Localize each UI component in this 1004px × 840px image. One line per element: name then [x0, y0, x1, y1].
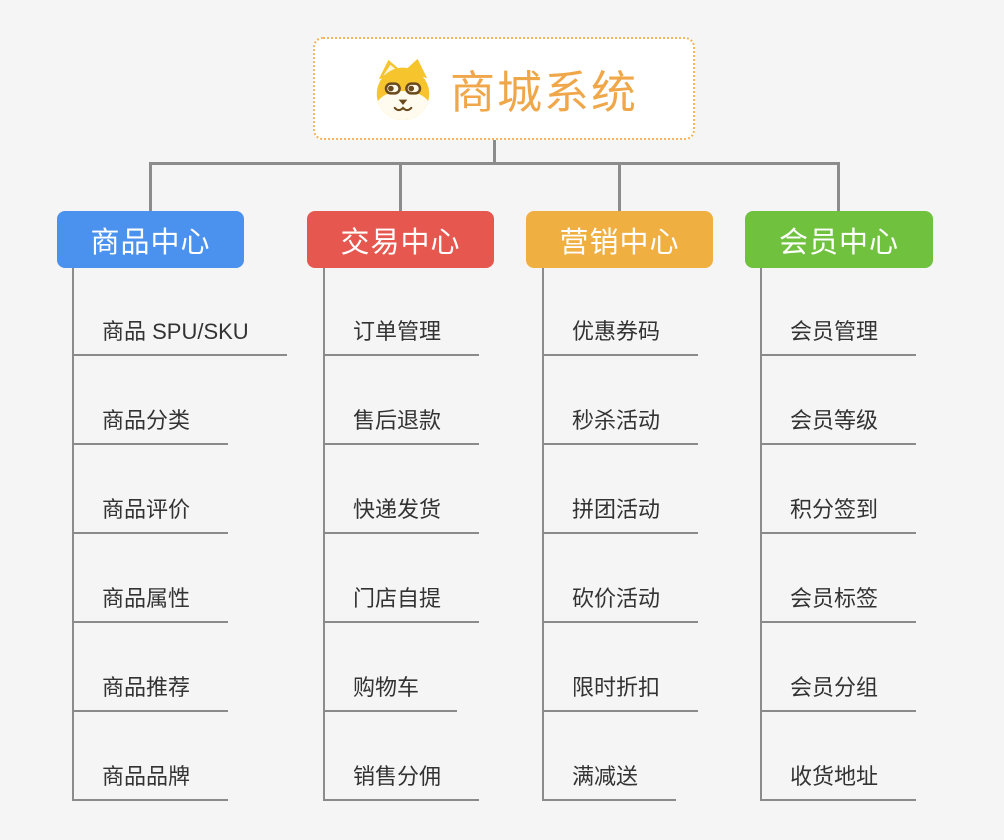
leaf-topic[interactable]: 会员分组: [760, 675, 917, 712]
spine-marketing-center: [542, 268, 544, 801]
leaf-topic[interactable]: 秒杀活动: [542, 408, 699, 445]
branch-topic-member-center[interactable]: 会员中心: [745, 211, 933, 268]
leaf-topic[interactable]: 会员管理: [760, 319, 917, 356]
root-topic[interactable]: 商城系统: [313, 37, 695, 140]
spine-trade-center: [323, 268, 325, 801]
leaf-topic[interactable]: 优惠券码: [542, 319, 699, 356]
leaf-topic[interactable]: 快递发货: [323, 497, 480, 534]
connector-drop-product: [149, 164, 152, 211]
leaf-topic[interactable]: 会员标签: [760, 586, 917, 623]
connector-drop-marketing: [618, 164, 621, 211]
leaf-topic[interactable]: 商品品牌: [72, 764, 229, 801]
spine-member-center: [760, 268, 762, 801]
branch-topic-trade-center[interactable]: 交易中心: [307, 211, 494, 268]
spine-product-center: [72, 268, 74, 801]
root-topic-title: 商城系统: [449, 67, 638, 118]
leaf-topic[interactable]: 商品推荐: [72, 675, 229, 712]
leaf-topic[interactable]: 商品分类: [72, 408, 229, 445]
leaf-topic[interactable]: 积分签到: [760, 497, 917, 534]
leaf-topic[interactable]: 售后退款: [323, 408, 480, 445]
branch-topic-product-center[interactable]: 商品中心: [57, 211, 244, 268]
leaf-topic[interactable]: 限时折扣: [542, 675, 699, 712]
connector-horizontal-rail: [149, 162, 840, 165]
leaf-topic[interactable]: 购物车: [323, 675, 458, 712]
leaf-topic[interactable]: 商品 SPU/SKU: [72, 319, 287, 356]
connector-drop-member: [837, 164, 840, 211]
leaf-topic[interactable]: 门店自提: [323, 586, 480, 623]
leaf-topic[interactable]: 满减送: [542, 764, 677, 801]
leaf-topic[interactable]: 拼团活动: [542, 497, 699, 534]
dog-face-icon: [376, 58, 430, 120]
leaf-topic[interactable]: 商品属性: [72, 586, 229, 623]
leaf-topic[interactable]: 销售分佣: [323, 764, 480, 801]
leaf-topic[interactable]: 订单管理: [323, 319, 480, 356]
leaf-topic[interactable]: 会员等级: [760, 408, 917, 445]
branch-topic-marketing-center[interactable]: 营销中心: [526, 211, 713, 268]
leaf-topic[interactable]: 砍价活动: [542, 586, 699, 623]
leaf-topic[interactable]: 商品评价: [72, 497, 229, 534]
connector-drop-trade: [399, 164, 402, 211]
connector-root-drop: [493, 140, 496, 163]
leaf-topic[interactable]: 收货地址: [760, 764, 917, 801]
